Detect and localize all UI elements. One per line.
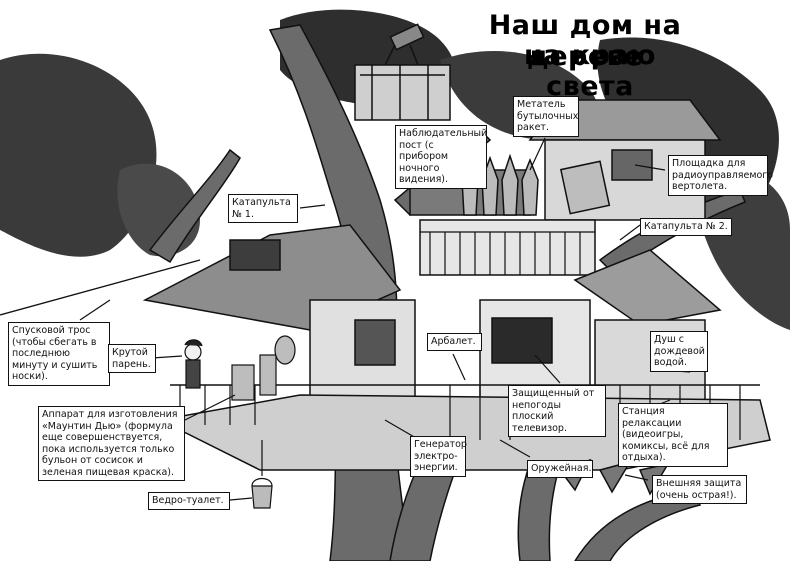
label-dew-machine: Аппарат для изготовления «Маунтин Дью» (… bbox=[38, 406, 185, 481]
label-cool-guy: Крутой парень. bbox=[108, 344, 156, 373]
label-outer-defense: Внешняя защита (очень острая!). bbox=[652, 475, 747, 504]
dew-machine bbox=[231, 335, 296, 401]
page-title-line2: на краю света bbox=[524, 40, 656, 102]
cool-guy-figure bbox=[184, 339, 203, 389]
label-catapult-1: Катапульта № 1. bbox=[228, 194, 298, 223]
label-catapult-2: Катапульта № 2. bbox=[640, 218, 732, 236]
main-deck bbox=[157, 384, 771, 496]
bucket-drawing bbox=[251, 440, 273, 509]
label-relax-station: Станция релаксации (видеоигры, комиксы, … bbox=[618, 403, 728, 467]
label-armory: Оружейная. bbox=[527, 460, 593, 478]
label-release-rope: Спусковой трос (чтобы сбегать в последню… bbox=[8, 322, 110, 386]
release-rope bbox=[0, 259, 201, 316]
label-bucket-toilet: Ведро-туалет. bbox=[148, 492, 230, 510]
left-cabin bbox=[142, 224, 416, 401]
label-tv: Защищенный от непогоды плоский телевизор… bbox=[508, 385, 606, 437]
page-title-line1: Наш дом на дереве bbox=[488, 10, 682, 72]
label-generator: Генератор электро-энергии. bbox=[410, 436, 467, 477]
label-heli-pad: Площадка для радиоуправляемого вертолета… bbox=[668, 155, 773, 196]
label-observation-post: Наблюдательный пост (с прибором ночного … bbox=[395, 125, 487, 189]
lookout-tower bbox=[354, 23, 451, 121]
label-crossbow: Арбалет. bbox=[427, 333, 482, 351]
label-shower: Душ с дождевой водой. bbox=[650, 331, 708, 372]
label-bottle-launcher: Метатель бутылочных ракет. bbox=[513, 96, 579, 137]
